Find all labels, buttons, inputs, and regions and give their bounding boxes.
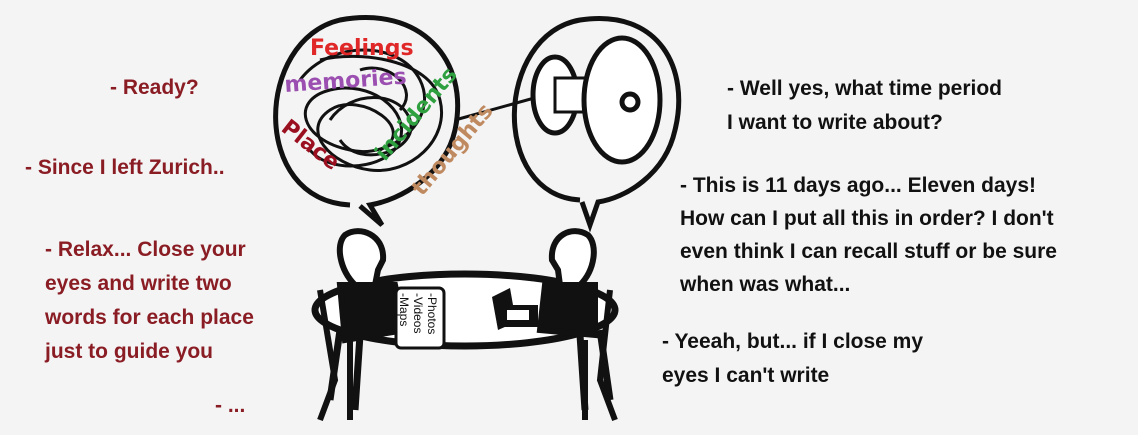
left-line-ready: - Ready? — [110, 76, 199, 99]
laptop-icon — [492, 288, 538, 330]
right-thought-bubble — [511, 16, 682, 233]
left-line-ellipsis: - ... — [215, 394, 246, 417]
person-left — [317, 228, 409, 422]
scribble — [298, 48, 443, 172]
left-thought-bubble — [273, 15, 461, 227]
note-maps: -Maps — [397, 293, 411, 326]
person-right — [536, 228, 618, 422]
thread-line — [454, 93, 546, 122]
note-photos: -Photos — [425, 293, 439, 334]
word-memories: memories — [284, 65, 408, 98]
spool-icon — [530, 35, 663, 165]
right-line-eleven-days: - This is 11 days ago... Eleven days!How… — [680, 174, 1057, 296]
left-line-zurich: - Since I left Zurich.. — [25, 156, 225, 179]
paper-note — [394, 286, 446, 350]
note-videos: -Videos — [411, 293, 425, 333]
word-feelings: Feelings — [310, 36, 414, 61]
